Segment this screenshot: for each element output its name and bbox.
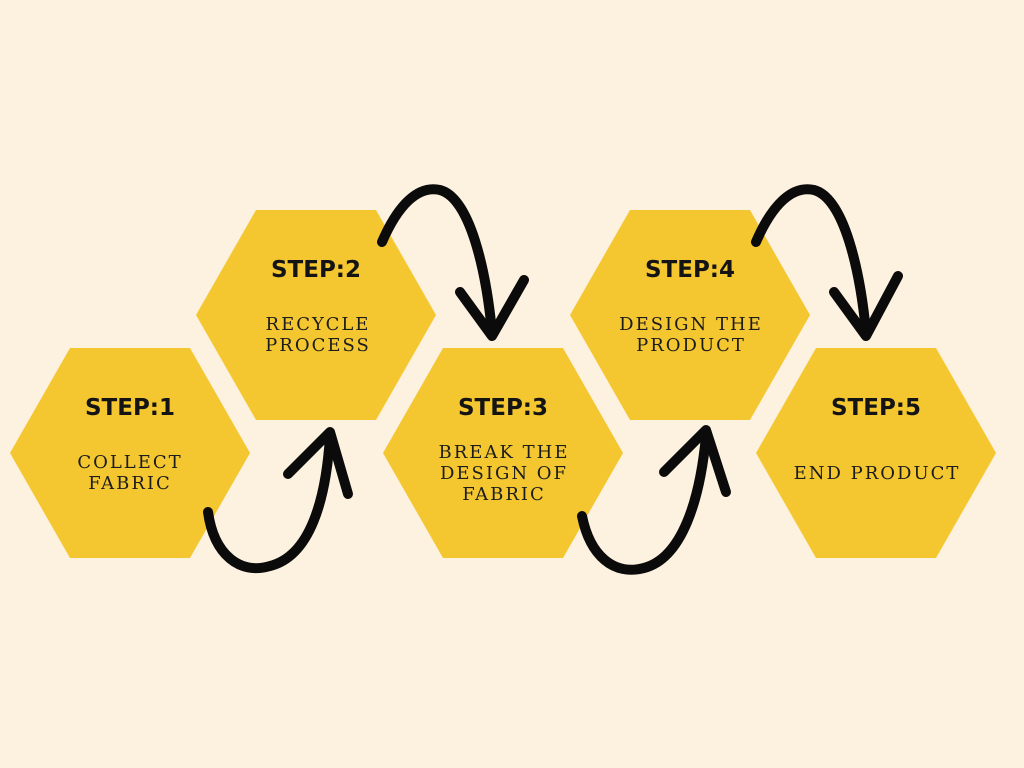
arrow-4-to-5-curve: [751, 184, 871, 337]
step-4-desc-line-1: DESIGN THE: [619, 314, 763, 335]
step-4-hexagon: [570, 210, 810, 420]
step-2-desc-line-1: RECYCLE: [266, 314, 371, 335]
arrow-2-to-3-curve: [377, 184, 497, 337]
step-4-label: STEP:4: [645, 257, 735, 283]
step-3-hexagon-group: STEP:3 BREAK THE DESIGN OF FABRIC: [383, 348, 623, 558]
step-2-hexagon-group: STEP:2 RECYCLE PROCESS: [196, 210, 436, 420]
arrow-1-to-2: [203, 427, 353, 574]
step-3-desc-line-2: DESIGN OF: [440, 463, 568, 484]
step-2-label: STEP:2: [271, 257, 361, 283]
step-5-label: STEP:5: [831, 395, 921, 421]
step-1-desc-line-2: FABRIC: [88, 473, 172, 494]
step-3-hexagon: [383, 348, 623, 558]
step-1-hexagon: [10, 348, 250, 558]
arrow-1-to-2-head: [283, 427, 353, 499]
step-2-desc-line-2: PROCESS: [265, 335, 371, 356]
step-1-hexagon-group: STEP:1 COLLECT FABRIC: [10, 348, 250, 558]
step-3-desc-line-3: FABRIC: [462, 484, 546, 505]
step-5-hexagon-group: STEP:5 END PRODUCT: [756, 348, 996, 558]
step-1-desc-line-1: COLLECT: [77, 452, 182, 473]
arrow-4-to-5-head: [829, 271, 903, 341]
arrow-2-to-3-head: [455, 275, 529, 341]
step-3-desc-line-1: BREAK THE: [439, 442, 570, 463]
arrow-4-to-5: [751, 184, 903, 341]
arrow-2-to-3: [377, 184, 529, 341]
arrow-3-to-4: [577, 425, 731, 575]
step-5-hexagon: [756, 348, 996, 558]
arrow-3-to-4-head: [659, 425, 731, 497]
step-4-hexagon-group: STEP:4 DESIGN THE PRODUCT: [570, 210, 810, 420]
step-2-hexagon: [196, 210, 436, 420]
step-4-desc-line-2: PRODUCT: [636, 335, 746, 356]
step-5-desc-line-1: END PRODUCT: [794, 463, 961, 484]
step-1-label: STEP:1: [85, 395, 175, 421]
step-3-label: STEP:3: [458, 395, 548, 421]
arrow-1-to-2-curve: [203, 431, 335, 574]
arrow-3-to-4-curve: [577, 431, 711, 575]
